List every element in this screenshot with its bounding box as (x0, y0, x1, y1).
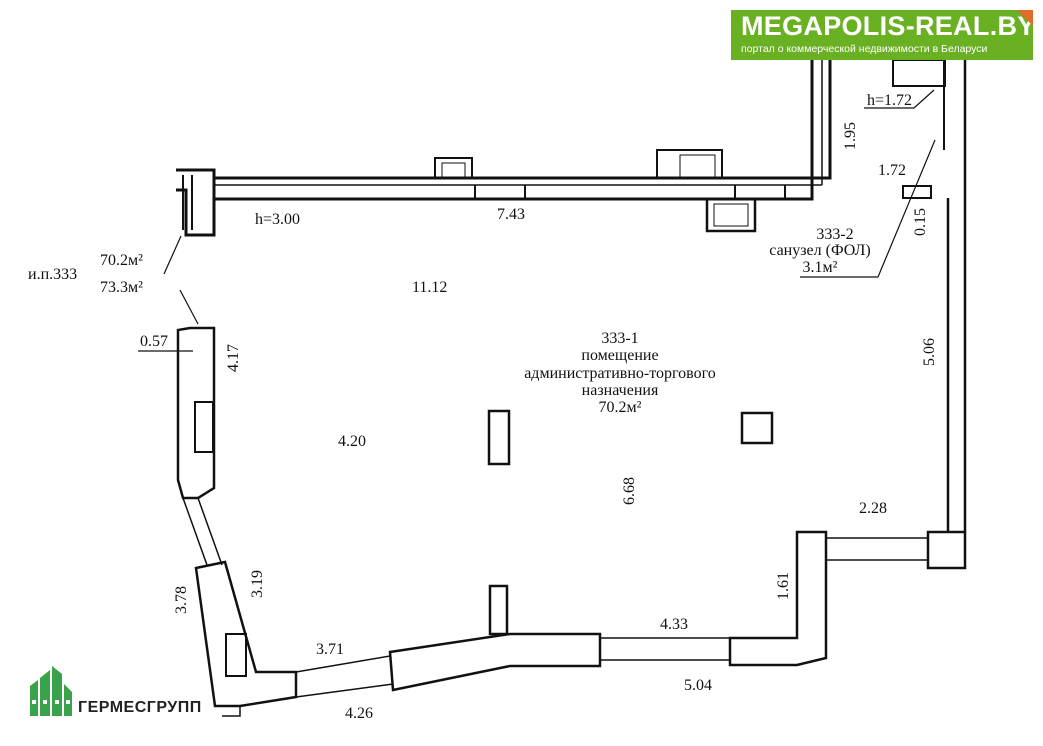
room-line-3: назначения (582, 382, 659, 399)
left-wall (176, 326, 216, 500)
height-wc: h=1.72 (867, 92, 912, 109)
site-title: MEGAPOLIS-REAL.BY (741, 11, 1036, 41)
wc-name: санузел (ФОЛ) (769, 242, 870, 259)
dim-4-26: 4.26 (345, 705, 373, 722)
column-left (487, 409, 511, 466)
dim-1-95: 1.95 (842, 122, 859, 150)
company-logo: ГЕРМЕСГРУПП (28, 664, 228, 720)
dim-4-33: 4.33 (660, 616, 688, 633)
dim-5-06: 5.06 (921, 338, 938, 366)
company-name: ГЕРМЕСГРУПП (78, 699, 202, 716)
room-area: 70.2м² (599, 399, 642, 416)
room-line-1: помещение (581, 347, 658, 364)
top-wall (214, 58, 832, 201)
dim-11-12: 11.12 (412, 279, 447, 296)
dim-3-19: 3.19 (249, 570, 266, 598)
site-subtitle: портал о коммерческой недвижимости в Бел… (741, 43, 988, 55)
dim-top-7-43: 7.43 (497, 206, 525, 223)
column-right (740, 411, 774, 445)
dim-0-57: 0.57 (140, 333, 168, 350)
dim-5-04: 5.04 (684, 677, 712, 694)
room-line-2: административно-торгового (524, 365, 716, 382)
right-wall (946, 60, 967, 532)
dim-4-17: 4.17 (225, 344, 242, 372)
building-logo-icon (30, 666, 72, 716)
corner-fold-icon (1017, 10, 1033, 26)
leader-lines (138, 89, 936, 352)
dim-2-28: 2.28 (859, 500, 887, 517)
total-area-1: 70.2м² (100, 252, 143, 269)
walls (176, 58, 967, 717)
bottom-wall (388, 632, 602, 692)
room-code: 333-1 (601, 330, 638, 347)
dim-0-15: 0.15 (912, 208, 929, 236)
right-step-wall (728, 530, 828, 667)
dim-1-61: 1.61 (775, 572, 792, 600)
dim-1-72: 1.72 (878, 162, 906, 179)
total-area-2: 73.3м² (100, 279, 143, 296)
wc-code: 333-2 (816, 226, 853, 243)
height-main: h=3.00 (255, 211, 300, 228)
vent-2 (656, 149, 723, 179)
vent-3 (705, 197, 757, 233)
vent-1 (434, 157, 473, 179)
wc-area: 3.1м² (803, 259, 838, 276)
dim-3-71: 3.71 (316, 641, 344, 658)
unit-label: и.п.333 (28, 266, 77, 283)
site-badge[interactable]: MEGAPOLIS-REAL.BY портал о коммерческой … (731, 10, 1036, 60)
dim-6-68: 6.68 (621, 477, 638, 505)
dim-3-78: 3.78 (173, 586, 190, 614)
dim-4-20: 4.20 (338, 433, 366, 450)
